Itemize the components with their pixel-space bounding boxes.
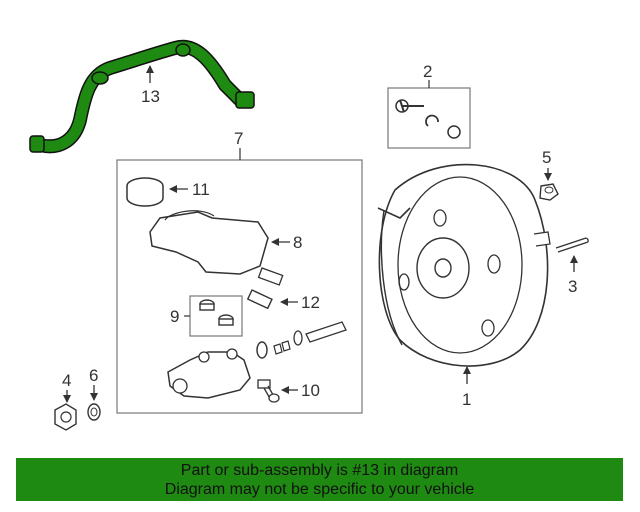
reservoir-8	[149, 210, 284, 286]
hose-end-fitting	[29, 135, 45, 153]
sensor-12	[246, 289, 273, 310]
callout-6[interactable]: 6	[89, 366, 98, 385]
callout-13[interactable]: 13	[141, 87, 160, 106]
callout-4[interactable]: 4	[62, 371, 71, 390]
check-valve	[377, 207, 411, 219]
washer	[447, 125, 461, 139]
spring	[273, 340, 291, 355]
reservoir-cap-11	[126, 177, 164, 207]
master-cylinder	[167, 321, 347, 399]
callout-11[interactable]: 11	[192, 180, 210, 199]
part-2-group	[387, 87, 471, 149]
hose-end-fitting	[235, 91, 255, 109]
banner-line-2: Diagram may not be specific to your vehi…	[164, 481, 475, 498]
hose-clamp	[91, 71, 109, 85]
piston	[305, 321, 347, 343]
nut-5	[539, 183, 559, 201]
bolt-10	[257, 379, 280, 403]
nut-4	[54, 403, 77, 431]
callout-10[interactable]: 10	[301, 381, 320, 400]
hose-clamp	[175, 43, 191, 57]
washer-6	[87, 403, 101, 421]
brake-booster-1	[377, 163, 551, 367]
banner-line-1: Part or sub-assembly is #13 in diagram	[180, 462, 459, 479]
clevis-pin	[399, 99, 424, 113]
callout-12[interactable]: 12	[301, 293, 320, 312]
callout-3[interactable]: 3	[568, 277, 577, 296]
callout-2[interactable]: 2	[423, 62, 432, 81]
callout-9[interactable]: 9	[170, 307, 179, 326]
callout-8[interactable]: 8	[293, 233, 302, 252]
o-ring	[256, 341, 268, 359]
vacuum-hose-13[interactable]	[29, 39, 255, 154]
callout-7[interactable]: 7	[234, 129, 243, 148]
clip-3	[555, 237, 589, 253]
assembly-box-9	[189, 295, 243, 337]
callout-5[interactable]: 5	[542, 148, 551, 167]
info-banner: Part or sub-assembly is #13 in diagram D…	[16, 458, 623, 501]
grommets-9	[199, 299, 234, 326]
callout-1[interactable]: 1	[462, 390, 471, 409]
clip	[425, 114, 439, 127]
